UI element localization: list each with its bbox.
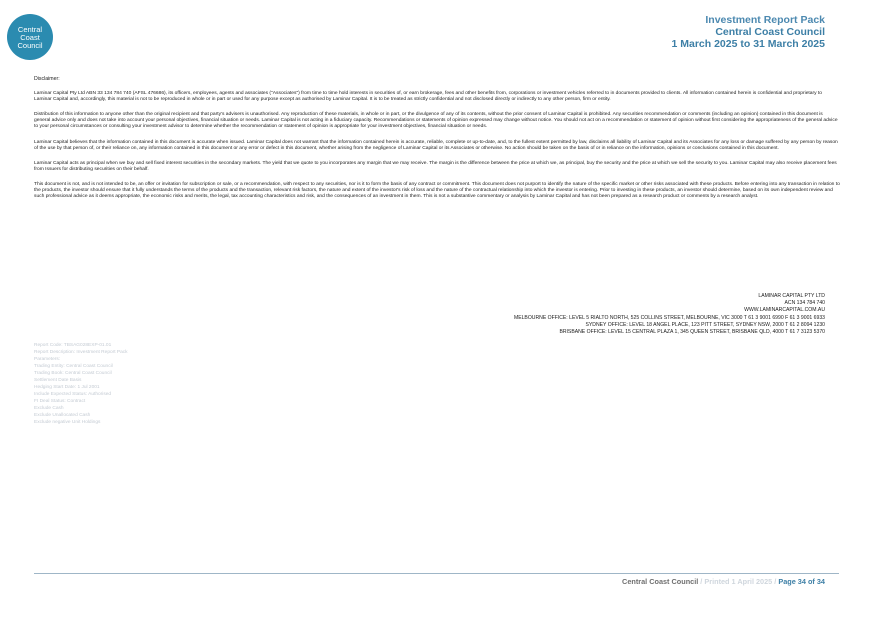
- report-meta-line: Settlement Date Basis: [34, 378, 82, 383]
- report-meta-line: Report Code: TBSAG028EXP-01.01: [34, 343, 112, 348]
- report-meta-line: Trading Book: Central Coast Council: [34, 371, 112, 376]
- footer-printed-date: Printed 1 April 2025: [704, 577, 773, 586]
- disclaimer-paragraph: Laminar Capital Pty Ltd ABN 33 134 784 7…: [34, 91, 823, 103]
- disclaimer-paragraph: Laminar Capital believes that the inform…: [34, 139, 838, 151]
- report-meta-line: FI Deal Status: Contract: [34, 399, 86, 404]
- entity-title: Central Coast Council: [715, 26, 825, 38]
- disclaimer-paragraph: Distribution of this information to anyo…: [34, 112, 838, 130]
- footer-entity: Central Coast Council: [622, 577, 699, 586]
- disclaimer-section: Disclaimer: Laminar Capital Pty Ltd ABN …: [34, 76, 840, 209]
- logo-line3: Council: [17, 41, 42, 50]
- disclaimer-title: Disclaimer:: [34, 76, 60, 82]
- office-brisbane: BRISBANE OFFICE: LEVEL 15 CENTRAL PLAZA …: [559, 329, 825, 335]
- report-meta-line: Include Expected Status: Authorised: [34, 392, 112, 397]
- logo-line1: Central: [18, 25, 43, 34]
- company-name: LAMINAR CAPITAL PTY LTD: [758, 293, 825, 299]
- page-footer: Central Coast Council / Printed 1 April …: [622, 577, 825, 586]
- report-meta-line: Exclude Unallocated Cash: [34, 413, 91, 418]
- company-website: WWW.LAMINARCAPITAL.COM.AU: [744, 307, 825, 313]
- report-meta-line: Exclude negative Unit Holdings: [34, 420, 101, 425]
- report-meta-line: Report Description: Investment Report Pa…: [34, 350, 128, 355]
- office-sydney: SYDNEY OFFICE: LEVEL 18 ANGEL PLACE, 123…: [585, 322, 825, 328]
- footer-separator: /: [698, 577, 705, 586]
- footer-page-number: Page 34 of 34: [778, 577, 825, 586]
- report-meta-line: Exclude Cash: [34, 406, 64, 411]
- report-meta-line: Hedging Start Date: 1 Jul 2001: [34, 385, 100, 390]
- footer-divider: [34, 573, 839, 574]
- report-parameters: Report Code: TBSAG028EXP-01.01 Report De…: [34, 342, 128, 426]
- logo-line2: Coast: [20, 33, 41, 42]
- report-meta-line: Parameters:: [34, 357, 61, 362]
- report-header: Investment Report Pack Central Coast Cou…: [671, 14, 825, 50]
- company-acn: ACN 134 784 740: [784, 300, 826, 306]
- pack-title: Investment Report Pack: [705, 14, 825, 26]
- period-title: 1 March 2025 to 31 March 2025: [671, 38, 825, 50]
- offices-block: MELBOURNE OFFICE: LEVEL 5 RIALTO NORTH, …: [514, 315, 825, 336]
- report-meta-line: Trading Entity: Central Coast Council: [34, 364, 113, 369]
- company-block: LAMINAR CAPITAL PTY LTD ACN 134 784 740 …: [744, 293, 825, 314]
- disclaimer-paragraph: This document is not, and is not intende…: [34, 181, 840, 200]
- office-melbourne: MELBOURNE OFFICE: LEVEL 5 RIALTO NORTH, …: [513, 315, 825, 321]
- footer-separator: /: [772, 577, 779, 586]
- disclaimer-paragraph: Laminar Capital acts as principal when w…: [34, 160, 837, 172]
- council-logo: Central Coast Council: [5, 12, 55, 62]
